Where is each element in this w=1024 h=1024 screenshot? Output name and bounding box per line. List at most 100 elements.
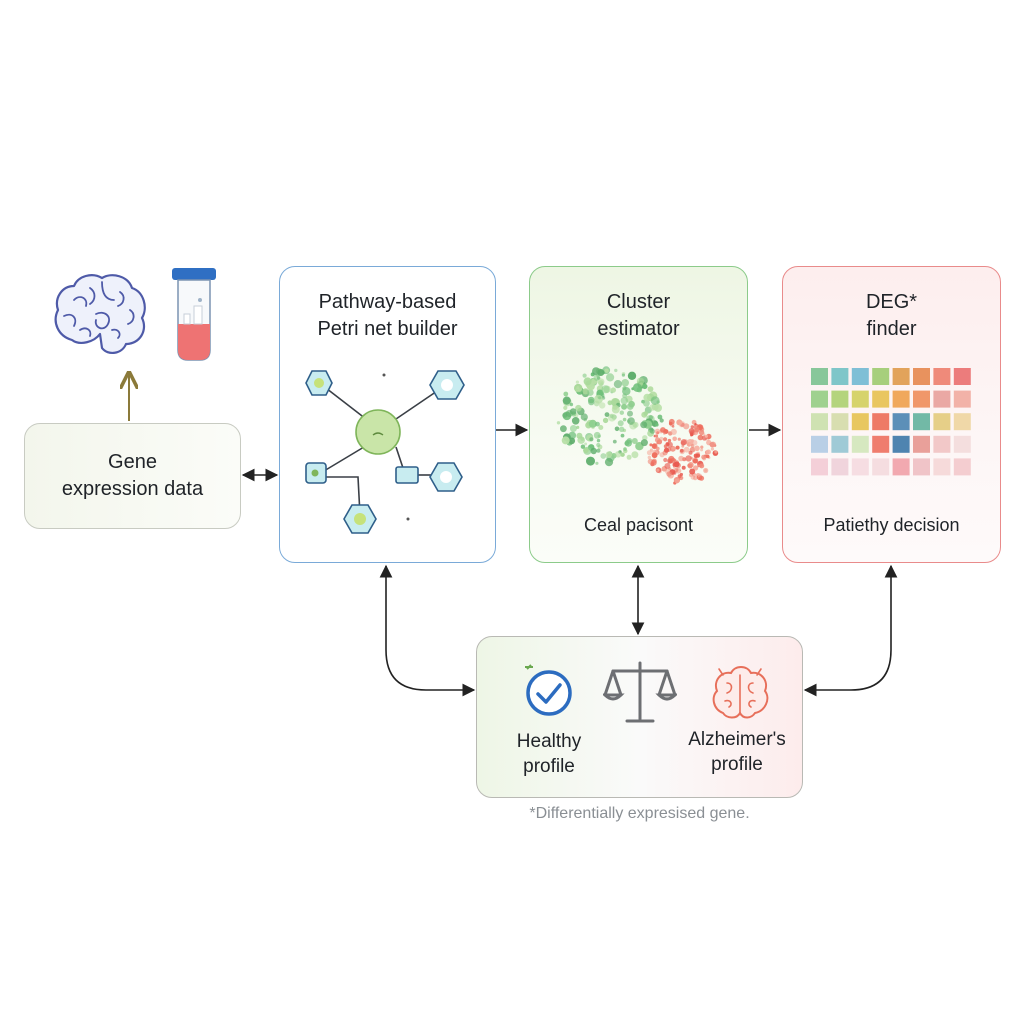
cluster-point-healthy — [576, 425, 580, 429]
cluster-point-alzheimers — [706, 449, 711, 455]
heatmap-cell — [953, 368, 971, 385]
cluster-point-healthy — [612, 439, 617, 444]
cluster-point-healthy — [633, 383, 642, 392]
cluster-point-alzheimers — [660, 427, 666, 433]
cluster-scatter — [556, 366, 719, 485]
deg-title-line2: finder — [866, 318, 917, 340]
cluster-point-alzheimers — [673, 466, 676, 469]
cluster-point-healthy — [586, 456, 595, 466]
cluster-point-healthy — [657, 414, 663, 420]
cluster-point-healthy — [659, 418, 664, 423]
heatmap-cell — [892, 435, 910, 453]
cluster-point-alzheimers — [671, 425, 675, 428]
cluster-point-healthy — [595, 421, 600, 427]
cluster-point-healthy — [598, 425, 604, 430]
gene-title-line1: Gene — [108, 451, 157, 473]
cluster-point-alzheimers — [693, 476, 698, 481]
cluster-point-healthy — [562, 396, 571, 405]
heatmap-cell — [953, 413, 971, 431]
cluster-title-line1: Cluster — [606, 291, 671, 313]
heatmap-cell — [872, 368, 890, 385]
cluster-point-alzheimers — [682, 457, 687, 462]
cluster-point-alzheimers — [654, 437, 661, 443]
cluster-point-healthy — [569, 402, 574, 407]
petri-title-line2: Petri net builder — [317, 318, 458, 340]
cluster-point-alzheimers — [663, 437, 668, 442]
cluster-point-alzheimers — [693, 426, 700, 432]
cluster-point-healthy — [640, 439, 648, 447]
cluster-point-healthy — [611, 405, 620, 414]
cluster-point-healthy — [604, 368, 609, 373]
profile-comparison-box: Healthy profile Alzheimer's profile — [476, 636, 803, 798]
cluster-point-alzheimers — [685, 455, 692, 462]
test-tube-icon — [172, 268, 216, 361]
cluster-point-healthy — [596, 442, 601, 448]
heatmap-cell — [913, 458, 930, 476]
cluster-point-alzheimers — [697, 434, 704, 441]
cluster-point-healthy — [631, 387, 635, 391]
cluster-point-healthy — [619, 410, 624, 415]
cluster-point-alzheimers — [646, 450, 652, 456]
cluster-point-alzheimers — [674, 478, 680, 484]
cluster-point-alzheimers — [666, 471, 672, 477]
cluster-point-healthy — [643, 399, 650, 407]
brain-alzheimers-icon — [712, 666, 769, 719]
cluster-point-alzheimers — [651, 452, 658, 459]
cluster-point-healthy — [601, 385, 610, 394]
heatmap-cell — [872, 458, 890, 476]
cluster-point-healthy — [596, 438, 601, 443]
cluster-point-healthy — [563, 405, 568, 410]
cluster-point-alzheimers — [697, 464, 700, 468]
cluster-point-healthy — [569, 408, 577, 415]
cluster-point-healthy — [614, 368, 618, 373]
cluster-point-healthy — [636, 377, 645, 385]
cluster-point-healthy — [556, 421, 561, 425]
cluster-point-alzheimers — [710, 447, 714, 451]
cluster-point-healthy — [590, 447, 597, 455]
deg-heatmap — [811, 368, 971, 476]
heatmap-cell — [892, 458, 910, 476]
heatmap-cell — [892, 390, 910, 408]
cluster-point-healthy — [569, 425, 577, 432]
cluster-point-alzheimers — [704, 434, 708, 438]
petri-net-builder-box: Pathway-based Petri net builder — [279, 266, 496, 563]
cluster-point-healthy — [602, 417, 609, 424]
heatmap-cell — [831, 435, 849, 453]
cluster-point-alzheimers — [698, 475, 705, 481]
cluster-point-healthy — [631, 438, 638, 444]
cluster-point-healthy — [617, 420, 624, 427]
heatmap-cell — [851, 435, 869, 453]
cluster-point-healthy — [622, 417, 627, 422]
cluster-point-alzheimers — [688, 450, 693, 455]
cluster-point-healthy — [580, 413, 588, 421]
cluster-estimator-box: Cluster estimator Ceal pacisont — [529, 266, 748, 563]
gene-expression-box: Gene expression data — [24, 423, 241, 529]
checkmark-icon — [525, 664, 572, 716]
heatmap-cell — [831, 368, 849, 385]
cluster-point-healthy — [599, 402, 606, 409]
heatmap-cell — [851, 458, 869, 476]
petri-place-nodes — [305, 370, 465, 534]
cluster-point-healthy — [604, 458, 614, 467]
cluster-point-alzheimers — [677, 437, 681, 441]
healthy-profile-label: Healthy profile — [489, 729, 609, 779]
alz-line1: Alzheimer's — [688, 729, 786, 750]
brain-icon — [54, 274, 146, 354]
cluster-point-healthy — [623, 447, 627, 451]
cluster-point-healthy — [606, 373, 615, 382]
heatmap-cell — [892, 413, 910, 431]
cluster-point-alzheimers — [701, 454, 706, 460]
cluster-point-alzheimers — [678, 475, 684, 481]
cluster-point-healthy — [643, 411, 648, 416]
cluster-box-title: Cluster estimator — [530, 289, 747, 343]
cluster-point-healthy — [620, 397, 628, 405]
cluster-point-alzheimers — [690, 444, 695, 448]
heatmap-cell — [933, 458, 951, 476]
cluster-point-alzheimers — [706, 454, 710, 459]
cluster-point-healthy — [587, 396, 595, 404]
cluster-point-healthy — [643, 393, 651, 402]
cluster-point-alzheimers — [679, 448, 684, 453]
cluster-point-alzheimers — [680, 439, 687, 446]
deg-box-title: DEG* finder — [783, 289, 1000, 343]
heatmap-cell — [831, 413, 849, 431]
